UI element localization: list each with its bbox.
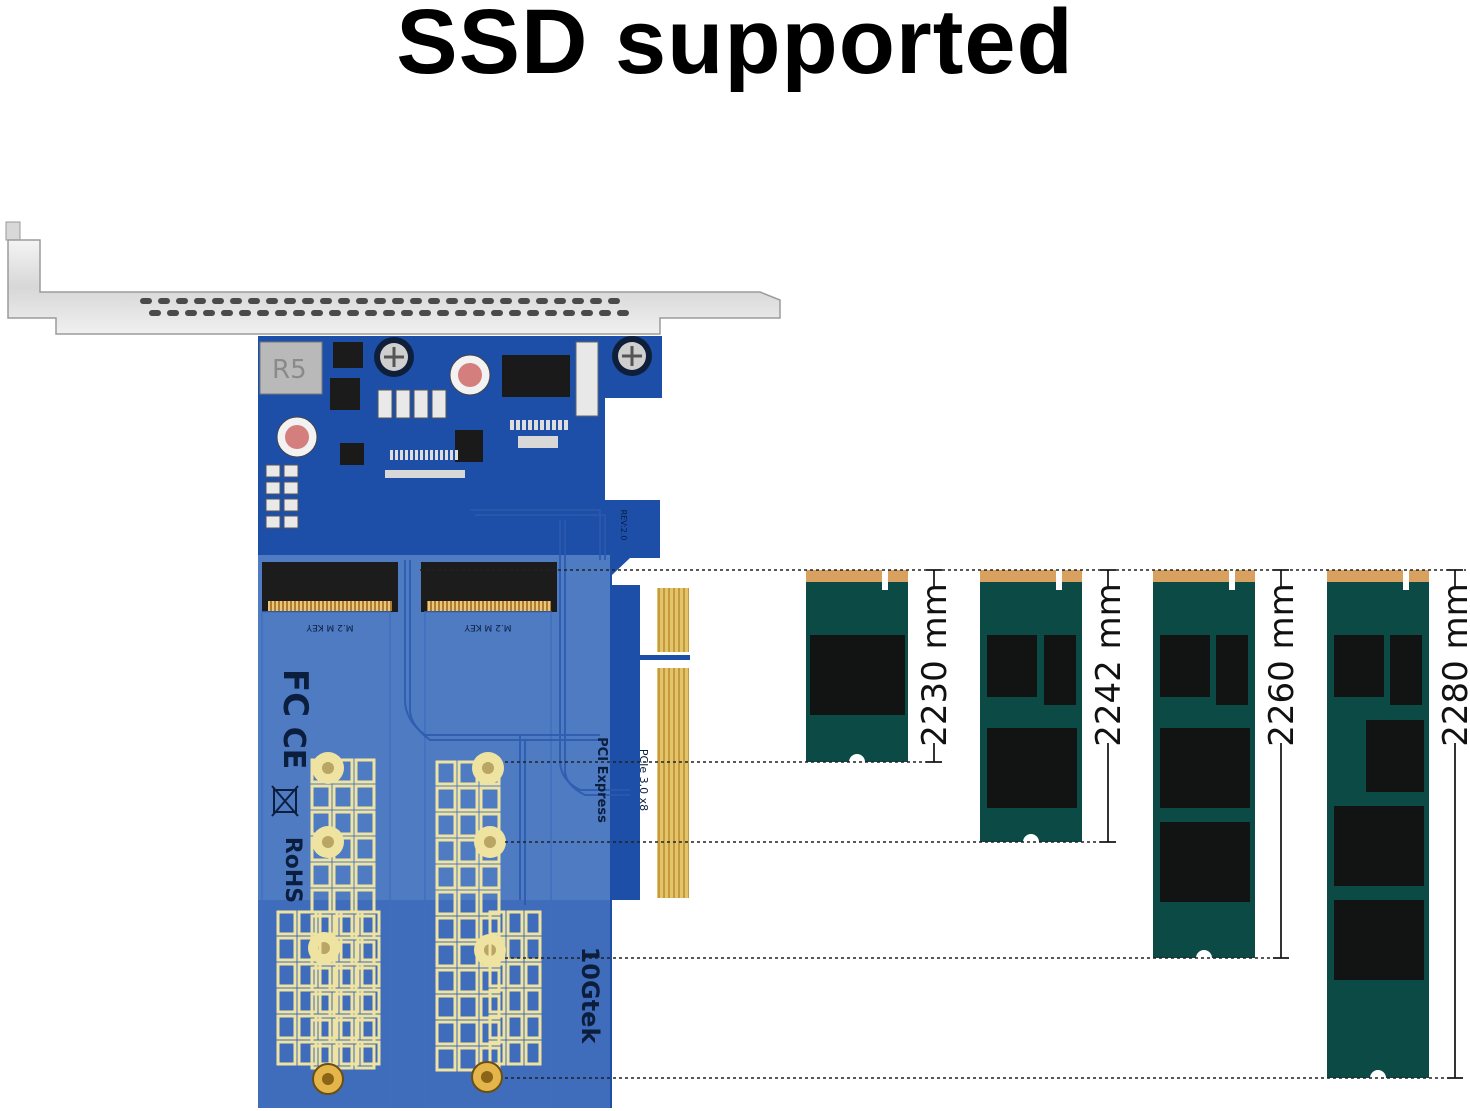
standoff-screw-icon — [312, 1063, 344, 1095]
ssd-30mm: 2230 mm — [806, 569, 955, 763]
bracket-part-label: R5 — [272, 355, 307, 385]
rohs-mark: RoHS — [280, 837, 305, 903]
size-label: 2280 mm — [1436, 583, 1470, 747]
ssd-size-comparison: 2230 mm 2242 mm 2260 mm 2280 mm — [420, 569, 1470, 1079]
size-label: 2260 mm — [1262, 583, 1302, 747]
fcc-mark: FC — [275, 669, 315, 717]
capacitor-icon — [276, 416, 318, 458]
smd-components — [265, 389, 568, 529]
ssd-42mm: 2242 mm — [980, 569, 1129, 843]
nand-chip — [1044, 635, 1076, 705]
nand-chip — [1334, 900, 1424, 980]
screw-icon — [374, 337, 414, 377]
nand-chip — [987, 635, 1037, 697]
nand-chip — [1334, 635, 1384, 697]
controller-chip — [502, 355, 570, 397]
nand-chip — [1160, 728, 1250, 808]
bracket-vent-holes — [140, 298, 629, 316]
nand-chip — [1366, 720, 1424, 792]
nand-chip — [1216, 635, 1248, 705]
nand-chip — [1334, 806, 1424, 886]
ce-mark: CE — [276, 727, 311, 770]
slot-label: M.2 M KEY — [464, 622, 511, 632]
interface-label: PCIe 3.0 x8 — [637, 749, 650, 811]
page-title: SSD supported — [396, 0, 1074, 93]
slot-label: M.2 M KEY — [306, 622, 353, 632]
ssd-60mm: 2260 mm — [1153, 569, 1302, 959]
pcie-gold-fingers-bottom — [657, 668, 689, 898]
adapter-card: R5 M.2 M KEY M.2 M KEY — [258, 336, 690, 1108]
revision-label: REV:2.0 — [619, 510, 628, 541]
pci-bracket — [5, 221, 781, 335]
inductor — [259, 341, 323, 395]
standoff-pad-grid-1 — [276, 752, 381, 1070]
nand-chip — [1160, 635, 1210, 697]
m2-slot-1[interactable]: M.2 M KEY — [262, 562, 398, 632]
capacitor-icon — [449, 354, 491, 396]
pcie-gold-fingers-top — [657, 588, 689, 652]
standoff-pad-grid-2 — [435, 752, 542, 1072]
nand-chip — [987, 728, 1077, 808]
nand-chip — [1160, 822, 1250, 902]
nand-chip — [1390, 635, 1422, 705]
ssd-80mm: 2280 mm — [1327, 569, 1470, 1079]
brand-logo: 10Gtek — [576, 947, 604, 1045]
size-label: 2242 mm — [1089, 583, 1129, 747]
pci-express-logo: PCI Express — [594, 737, 609, 823]
standoff-screw-icon — [471, 1061, 503, 1093]
screw-icon — [612, 336, 652, 376]
nand-chip — [810, 635, 905, 715]
weee-bin-icon — [271, 785, 299, 817]
size-label: 2230 mm — [915, 583, 955, 747]
